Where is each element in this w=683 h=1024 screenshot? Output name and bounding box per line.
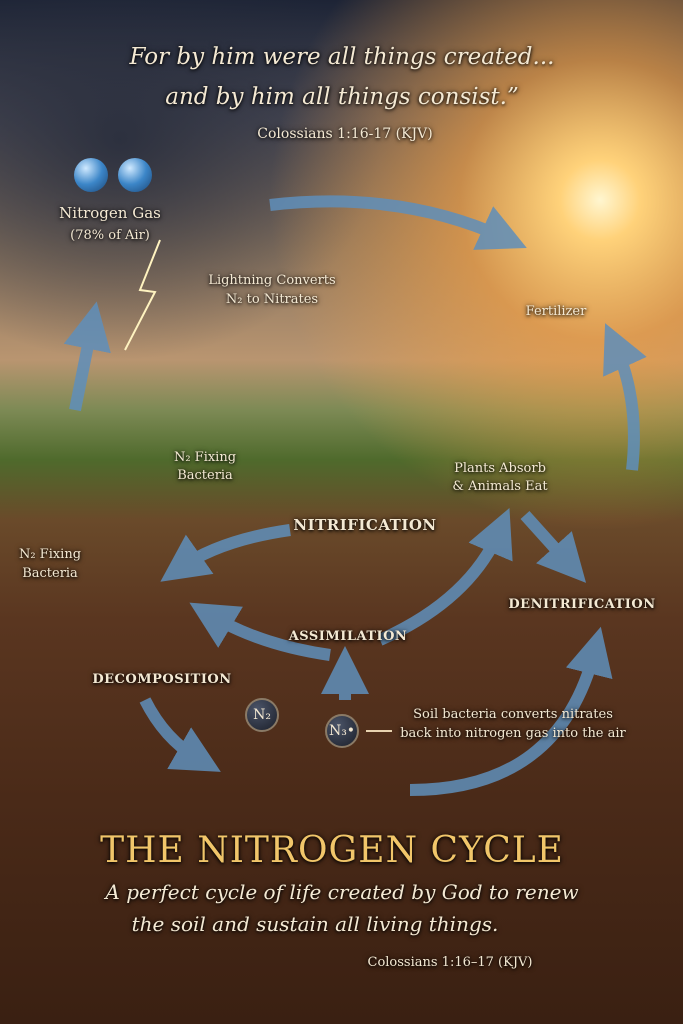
nitrogen-atom-icon — [74, 158, 108, 192]
arrow-assimilation-up — [377, 507, 513, 646]
lightning-bolt — [124, 239, 161, 351]
arrow-decomposition — [139, 697, 221, 772]
fixing-bacteria-mid-1: N₂ Fixing — [173, 450, 237, 465]
arrow-to-fertilizer — [269, 195, 527, 250]
lightning-label-1: Lightning Converts — [208, 273, 336, 288]
soil-bacteria-text-2: back into nitrogen gas into the air — [400, 726, 626, 741]
plants-label-2: & Animals Eat — [452, 479, 548, 494]
n2-molecule: N₂ — [245, 698, 279, 732]
plants-label-1: Plants Absorb — [454, 461, 546, 476]
arrow-assimilation-left — [189, 602, 331, 661]
soil-bacteria-text-1: Soil bacteria converts nitrates — [413, 707, 613, 722]
lightning-label-2: N₂ to Nitrates — [225, 292, 319, 307]
n3-molecule: N₃• — [325, 714, 359, 748]
fixing-bacteria-mid-2: Bacteria — [177, 468, 233, 483]
nitrification-label: NITRIFICATION — [293, 516, 437, 534]
quote-line-1: For by him were all things created... — [129, 44, 555, 70]
arrow-fertilizer-up — [603, 323, 647, 471]
nitrogen-gas-sub: (78% of Air) — [70, 228, 150, 243]
fixing-bacteria-left-2: Bacteria — [22, 566, 78, 581]
arrow-nitrification — [160, 524, 291, 582]
quote-citation: Colossians 1:16-17 (KJV) — [257, 126, 433, 142]
assimilation-label: ASSIMILATION — [288, 629, 408, 644]
arrow-up-left — [63, 301, 111, 412]
subtitle-line-1: A perfect cycle of life created by God t… — [105, 880, 579, 904]
fixing-bacteria-left-1: N₂ Fixing — [18, 547, 82, 562]
arrow-plants-down — [520, 510, 587, 583]
nitrogen-atom-icon — [118, 158, 152, 192]
arrow-denitrification — [409, 626, 613, 796]
fertilizer-label: Fertilizer — [525, 304, 587, 319]
poster-title: THE NITROGEN CYCLE — [100, 830, 564, 871]
quote-line-2: and by him all things consist.” — [165, 84, 519, 110]
denitrification-label: DENITRIFICATION — [508, 597, 656, 612]
footer-citation: Colossians 1:16–17 (KJV) — [367, 955, 533, 970]
subtitle-line-2: the soil and sustain all living things. — [131, 912, 499, 936]
nitrogen-gas-label: Nitrogen Gas — [59, 204, 161, 222]
decomposition-label: DECOMPOSITION — [92, 672, 232, 687]
